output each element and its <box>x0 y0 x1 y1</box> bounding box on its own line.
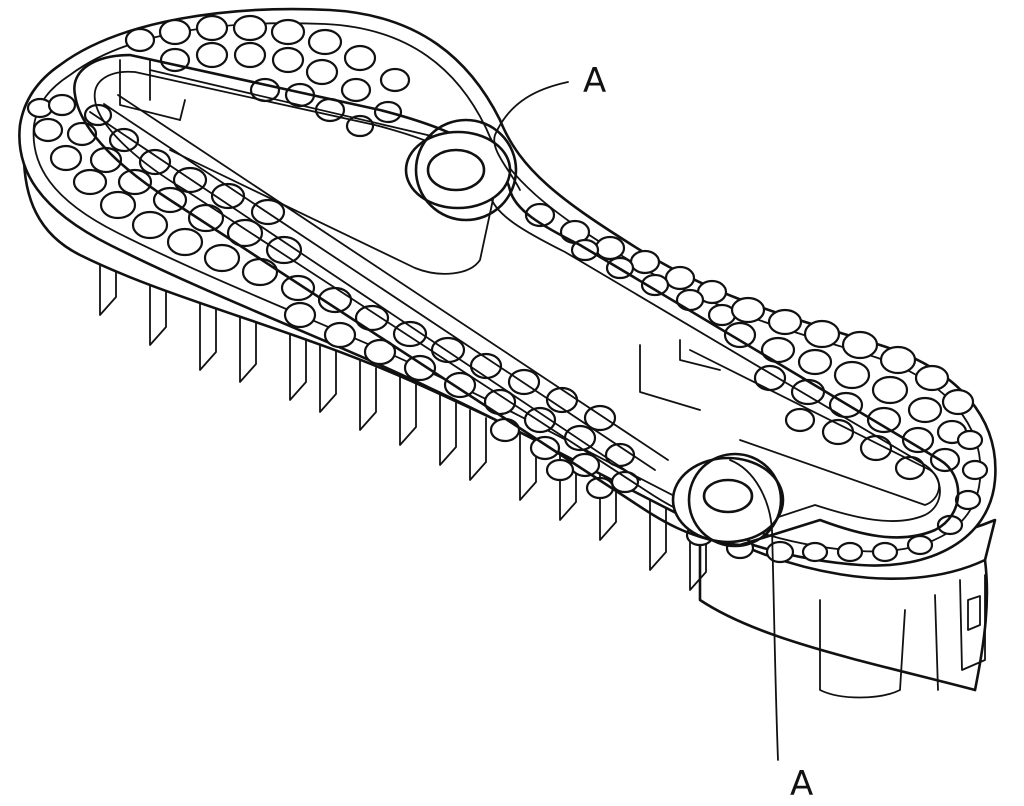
underside-fin <box>99 244 117 316</box>
perforation-hole <box>524 202 556 228</box>
perforation-hole <box>166 227 204 257</box>
perforation-hole <box>901 426 935 454</box>
perforation-hole <box>914 364 950 392</box>
perforation-hole <box>271 46 305 74</box>
perforation-hole <box>124 27 156 53</box>
perforation-hole <box>730 296 766 324</box>
underside-fin <box>689 519 707 591</box>
underside-fin <box>649 499 667 571</box>
perforation-hole <box>833 360 871 390</box>
perforation-hole <box>610 470 640 494</box>
perforation-hole <box>32 117 64 143</box>
perforation-hole <box>83 103 113 127</box>
perforation-hole <box>305 58 339 86</box>
section-label-top: A <box>583 61 606 101</box>
perforation-hole <box>280 274 316 302</box>
perforation-hole <box>270 18 306 46</box>
perforation-hole <box>203 243 241 273</box>
perforation-hole <box>545 458 575 482</box>
underside-fin <box>289 329 307 401</box>
section-marker-bottom: A <box>729 459 813 804</box>
underside-fin <box>519 429 537 501</box>
underside-fin <box>319 341 337 413</box>
perforation-hole <box>131 210 169 240</box>
perforation-hole <box>629 249 661 275</box>
perforation-hole <box>307 28 343 56</box>
perforation-hole <box>907 396 943 424</box>
perforation-hole <box>47 93 77 117</box>
perforation-hole <box>49 144 83 172</box>
perforation-hole <box>343 44 377 72</box>
perforation-hole <box>187 203 225 233</box>
underside-fin <box>239 311 257 383</box>
underside-fin <box>469 409 487 481</box>
perforation-hole <box>836 541 864 563</box>
perforation-hole <box>760 336 796 364</box>
underside-fin <box>559 449 577 521</box>
perforation-hole <box>675 288 705 312</box>
perforation-hole <box>801 541 829 563</box>
underside-fin <box>439 394 457 466</box>
underside-fins <box>99 244 707 591</box>
perforation-hole <box>363 338 397 366</box>
perforation-hole <box>797 348 833 376</box>
perforation-hole <box>340 77 372 103</box>
perforation-hole <box>956 429 984 451</box>
mounting-boss-top <box>404 118 518 222</box>
perforation-hole <box>529 435 561 461</box>
perforation-hole <box>232 14 268 42</box>
perforation-hole <box>879 345 917 375</box>
underside-fin <box>599 469 617 541</box>
perforation-hole <box>108 127 140 153</box>
section-label-bottom: A <box>790 764 813 804</box>
central-slot <box>73 53 960 547</box>
perforation-hole <box>790 378 826 406</box>
underside-fin <box>359 359 377 431</box>
perforation-hole <box>583 404 617 432</box>
perforation-hole <box>941 388 975 416</box>
perforation-hole <box>195 41 229 69</box>
underside-fin <box>199 299 217 371</box>
perforation-hole <box>929 447 961 473</box>
perforation-hole <box>723 321 757 349</box>
perforation-hole <box>640 273 670 297</box>
perforation-hole <box>403 354 437 382</box>
perforation-hole <box>117 168 153 196</box>
perforation-hole <box>138 148 172 176</box>
perforation-hole <box>906 534 934 556</box>
perforation-hole <box>841 330 879 360</box>
perforation-hole <box>72 168 108 196</box>
perforation-hole <box>664 265 696 291</box>
perforation-hole <box>323 321 357 349</box>
section-marker-top: A <box>493 61 606 191</box>
perforation-hole <box>443 371 477 399</box>
underside-fin <box>399 374 417 446</box>
mounting-boss-bottom <box>671 452 785 548</box>
perforation-hole <box>354 304 390 332</box>
perforation-hole <box>866 406 902 434</box>
perforation-hole <box>765 540 795 564</box>
perforation-hole <box>392 320 428 348</box>
perforation-hole <box>961 459 989 481</box>
perforation-hole <box>283 301 317 329</box>
underside-fin <box>149 274 167 346</box>
perforation-hole <box>767 308 803 336</box>
perforation-hole <box>753 364 787 392</box>
perforation-hole <box>265 235 303 265</box>
perforation-hole <box>379 67 411 93</box>
perforation-hole <box>195 14 229 42</box>
perforation-hole <box>241 257 279 287</box>
perforation-hole <box>226 218 264 248</box>
perforation-hole <box>871 541 899 563</box>
perforation-hole <box>99 190 137 220</box>
perforation-hole <box>954 489 982 511</box>
perforation-hole <box>233 41 267 69</box>
perforation-hole <box>871 375 909 405</box>
perforation-hole <box>158 18 192 46</box>
perforation-hole <box>803 319 841 349</box>
perforation-hole <box>784 407 816 433</box>
perforation-hole <box>489 417 521 443</box>
